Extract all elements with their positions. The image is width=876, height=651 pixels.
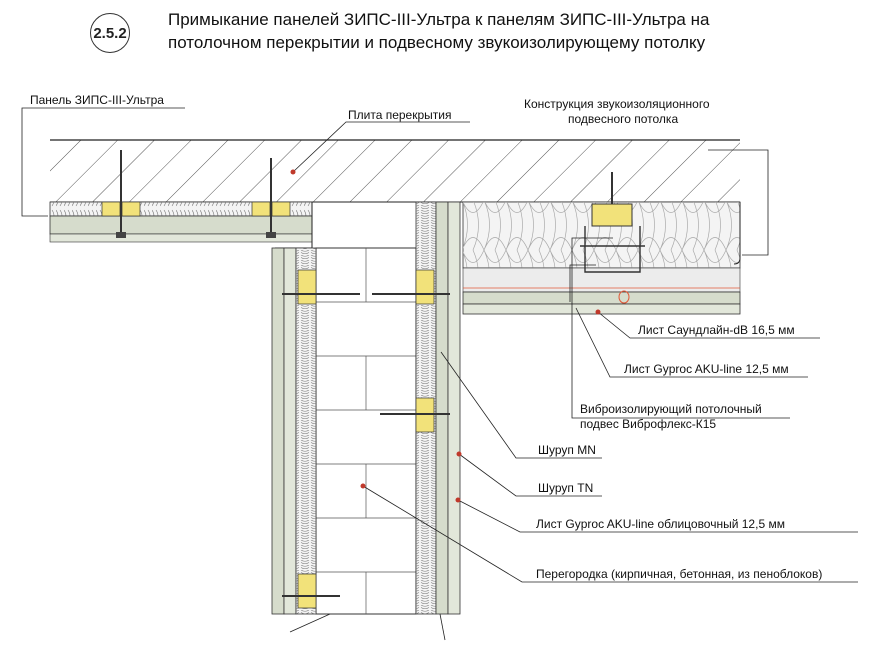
header: 2.5.2 Примыкание панелей ЗИПС-III-Ультра… [0, 0, 876, 70]
label-hanger-2: подвес Виброфлекс-К15 [580, 417, 716, 431]
label-hanger-1: Виброизолирующий потолочный [580, 402, 762, 416]
leader-lines [21, 107, 858, 641]
page-title-line-2: потолочном перекрытии и подвесному звуко… [168, 33, 706, 52]
label-slab: Плита перекрытия [348, 108, 451, 122]
label-screw-tn: Шуруп TN [538, 481, 593, 495]
label-partition: Перегородка (кирпичная, бетонная, из пен… [536, 567, 822, 581]
section-number-badge: 2.5.2 [90, 13, 130, 53]
label-soundline: Лист Саундлайн-dB 16,5 мм [638, 323, 795, 337]
ceiling-boards [462, 291, 741, 315]
partition-wall [315, 247, 417, 615]
vibro-units-ceiling [101, 150, 291, 238]
zips-panel-wall-right [372, 201, 461, 615]
label-screw-mn: Шуруп MN [538, 443, 596, 457]
label-ceiling-construction-1: Конструкция звукоизоляционного [524, 97, 710, 111]
page-title-line-1: Примыкание панелей ЗИПС-III-Ультра к пан… [168, 10, 710, 29]
label-panel: Панель ЗИПС-III-Ультра [30, 93, 164, 107]
leader-dots [290, 169, 601, 503]
vibroflex-hanger [580, 172, 645, 304]
zips-panel-wall-left [271, 247, 360, 615]
ceiling-slab [50, 139, 740, 203]
label-gyproc-aku: Лист Gyproc AKU-line 12,5 мм [624, 362, 789, 376]
label-ceiling-construction-2: подвесного потолка [568, 112, 678, 126]
label-gyproc-facing: Лист Gyproc AKU-line облицовочный 12,5 м… [536, 517, 785, 531]
